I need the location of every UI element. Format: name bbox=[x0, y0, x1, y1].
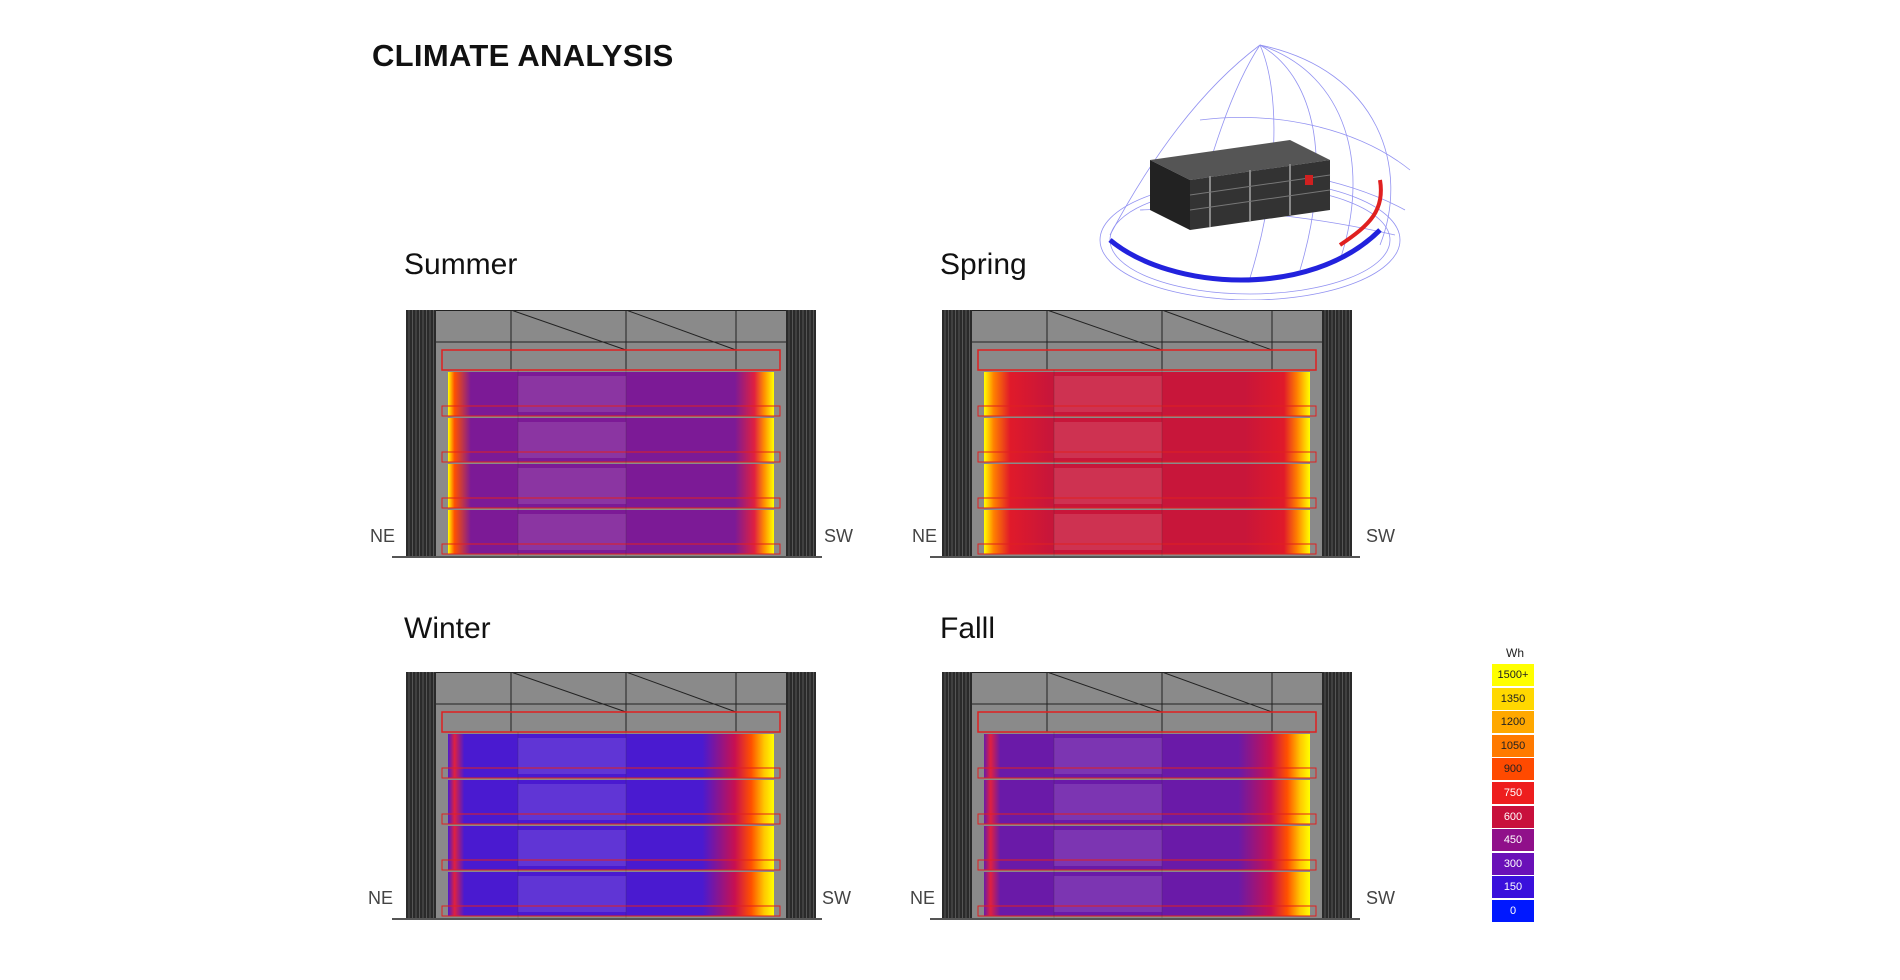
season-label-spring: Spring bbox=[940, 248, 1027, 281]
direction-sw: SW bbox=[822, 888, 851, 908]
heatmap-panel-spring bbox=[942, 310, 1352, 558]
direction-ne: NE bbox=[912, 526, 938, 546]
legend-swatch: 1050 bbox=[1492, 734, 1534, 757]
sun-path-diagram bbox=[1099, 44, 1411, 300]
legend-swatch: 900 bbox=[1492, 758, 1534, 781]
facade-heatmap bbox=[406, 310, 816, 558]
legend-swatch: 450 bbox=[1492, 829, 1534, 852]
legend-swatch: 0 bbox=[1492, 900, 1534, 922]
legend-swatch: 1200 bbox=[1492, 711, 1534, 734]
facade-heatmap bbox=[942, 672, 1352, 920]
ground-line bbox=[392, 556, 822, 558]
facade-heatmap bbox=[406, 672, 816, 920]
direction-ne: NE bbox=[910, 888, 936, 908]
season-label-summer: Summer bbox=[404, 248, 518, 281]
legend-swatch: 300 bbox=[1492, 852, 1534, 875]
direction-ne: NE bbox=[370, 526, 396, 546]
legend-swatch: 1500+ bbox=[1492, 664, 1534, 686]
legend-swatch: 150 bbox=[1492, 876, 1534, 899]
direction-sw: SW bbox=[824, 526, 853, 546]
facade-heatmap bbox=[942, 310, 1352, 558]
heatmap-panel-fall bbox=[942, 672, 1352, 920]
ground-line bbox=[930, 556, 1360, 558]
ground-line bbox=[392, 918, 822, 920]
direction-sw: SW bbox=[1366, 526, 1395, 546]
direction-ne: NE bbox=[368, 888, 394, 908]
legend-swatch: 1350 bbox=[1492, 687, 1534, 710]
building-model-icon bbox=[1150, 140, 1331, 230]
legend-unit: Wh bbox=[1506, 646, 1524, 660]
direction-sw: SW bbox=[1366, 888, 1395, 908]
season-label-fall: Falll bbox=[940, 612, 996, 645]
legend-swatch: 600 bbox=[1492, 805, 1534, 828]
heatmap-panel-winter bbox=[406, 672, 816, 920]
legend-swatch: 750 bbox=[1492, 782, 1534, 804]
season-label-winter: Winter bbox=[404, 612, 491, 645]
ground-line bbox=[930, 918, 1360, 920]
heatmap-panel-summer bbox=[406, 310, 816, 558]
page-title: CLIMATE ANALYSIS bbox=[372, 38, 674, 73]
